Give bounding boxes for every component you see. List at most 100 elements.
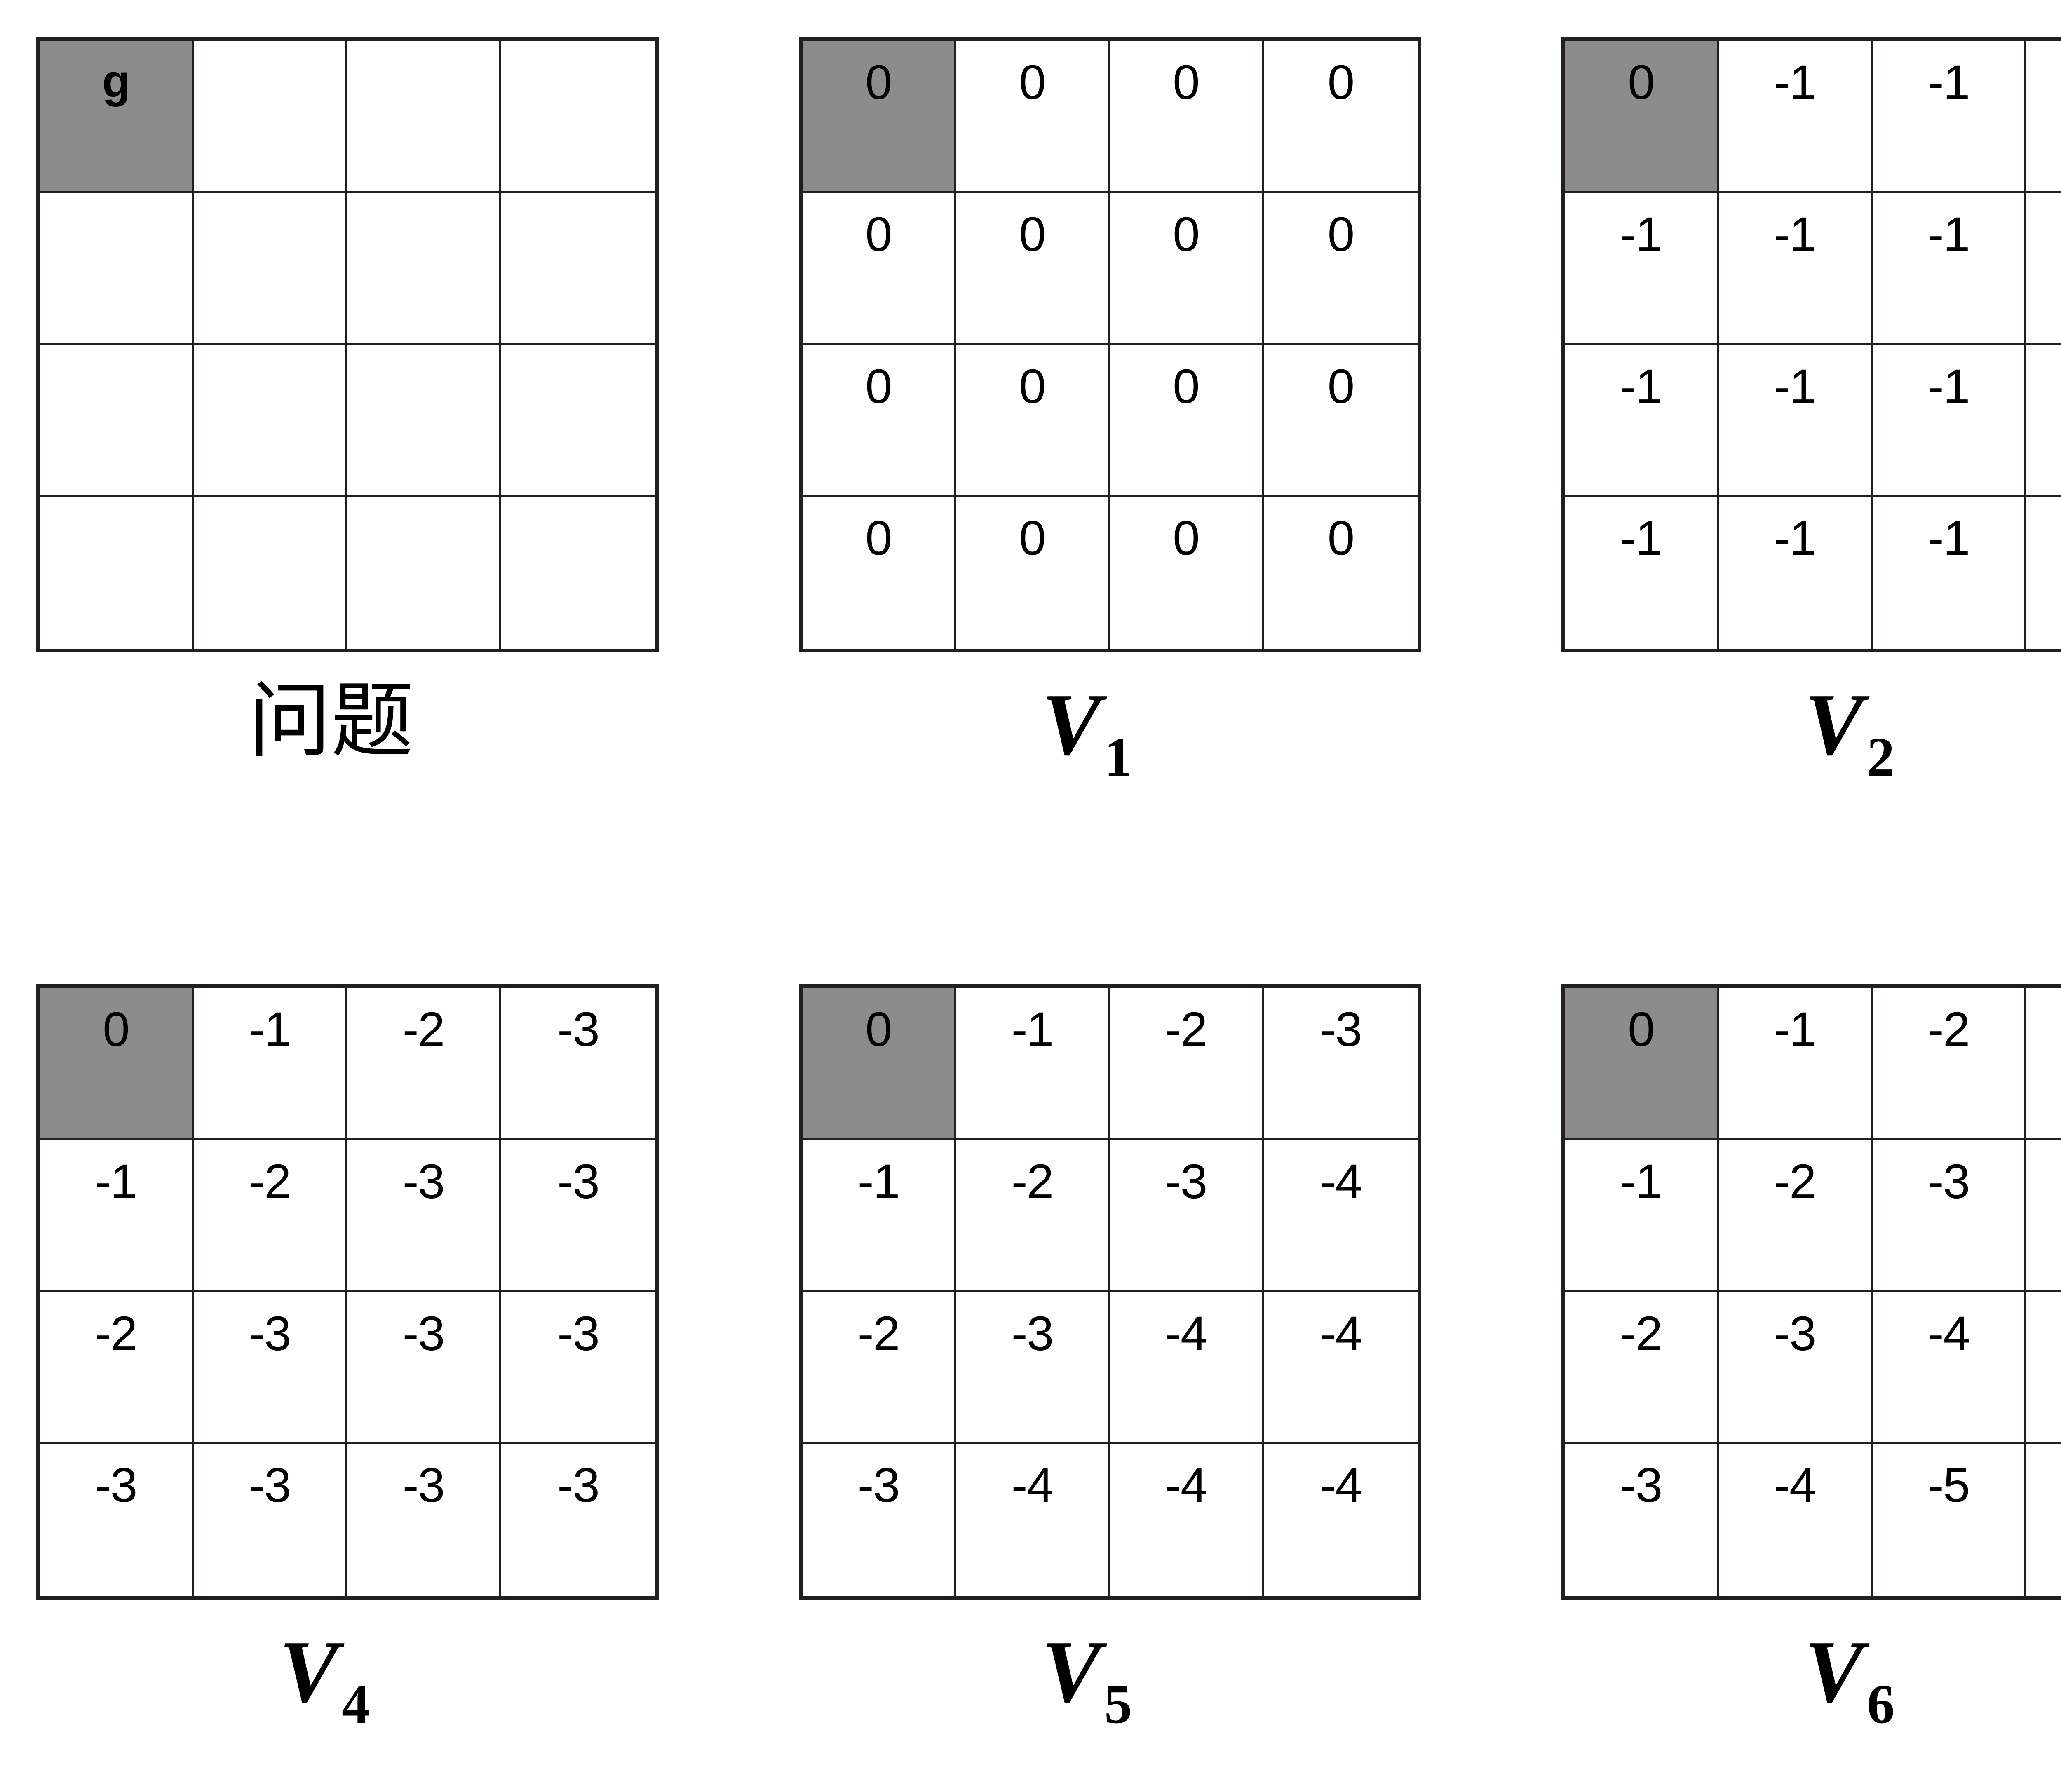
cell-V4-r1-c1: -2	[194, 1140, 347, 1292]
cell-V5-r1-c2: -3	[1110, 1140, 1264, 1292]
panel-V2: 0-1-1-1-1-1-1-1-1-1-1-1-1-1-1-1V2	[1561, 37, 2061, 785]
cell-V5-r3-c1: -4	[956, 1444, 1110, 1596]
cell-V6-r2-c3: -5	[2026, 1292, 2061, 1444]
cell-V2-r0-c1: -1	[1719, 41, 1873, 193]
grid-V5: 0-1-2-3-1-2-3-4-2-3-4-4-3-4-4-4	[799, 984, 1421, 1600]
cell-V4-r2-c2: -3	[347, 1292, 501, 1444]
grid-V2: 0-1-1-1-1-1-1-1-1-1-1-1-1-1-1-1	[1561, 37, 2061, 652]
cell-V1-r2-c1: 0	[956, 345, 1110, 497]
cell-V6-r3-c2: -5	[1873, 1444, 2026, 1596]
caption-text-problem: 问题	[248, 673, 413, 769]
caption-subscript-V2: 2	[1866, 727, 1895, 788]
cell-V6-r0-c3: -3	[2026, 988, 2061, 1140]
caption-problem: 问题	[36, 680, 659, 845]
cell-V4-r3-c1: -3	[194, 1444, 347, 1596]
cell-V5-r2-c0: -2	[803, 1292, 956, 1444]
caption-letter-V6: V6	[1804, 1622, 1895, 1735]
cell-problem-r2-c2	[347, 345, 501, 497]
cell-V6-r3-c1: -4	[1719, 1444, 1873, 1596]
cell-V4-r2-c1: -3	[194, 1292, 347, 1444]
cell-problem-r0-c1	[194, 41, 347, 193]
caption-letter-V2: V2	[1804, 675, 1895, 788]
cell-V6-r0-c1: -1	[1719, 988, 1873, 1140]
cell-V1-r0-c2: 0	[1110, 41, 1264, 193]
cell-V1-r1-c0: 0	[803, 192, 956, 345]
cell-V5-r2-c3: -4	[1264, 1292, 1418, 1444]
cell-problem-r1-c3	[501, 192, 655, 345]
caption-letter-V5: V5	[1042, 1622, 1132, 1735]
cell-V2-r2-c3: -1	[2026, 345, 2061, 497]
cell-problem-r2-c0	[40, 345, 194, 497]
cell-V2-r1-c0: -1	[1565, 192, 1719, 345]
cell-V6-r2-c2: -4	[1873, 1292, 2026, 1444]
caption-V4: V4	[36, 1627, 659, 1792]
caption-letter-V4: V4	[279, 1622, 370, 1735]
cell-V2-r1-c2: -1	[1873, 192, 2026, 345]
cell-V4-r2-c0: -2	[40, 1292, 194, 1444]
cell-problem-r0-c3	[501, 41, 655, 193]
cell-V1-r3-c2: 0	[1110, 497, 1264, 649]
cell-problem-r3-c3	[501, 497, 655, 649]
panel-V6: 0-1-2-3-1-2-3-4-2-3-4-5-3-4-5-5V6	[1561, 984, 2061, 1732]
cell-V5-r1-c0: -1	[803, 1140, 956, 1292]
cell-V1-r1-c2: 0	[1110, 192, 1264, 345]
cell-V5-r2-c1: -3	[956, 1292, 1110, 1444]
cell-V2-r0-c3: -1	[2026, 41, 2061, 193]
grid-V4: 0-1-2-3-1-2-3-3-2-3-3-3-3-3-3-3	[36, 984, 659, 1600]
cell-V1-r1-c3: 0	[1264, 192, 1418, 345]
cell-V2-r0-c2: -1	[1873, 41, 2026, 193]
cell-V6-r1-c1: -2	[1719, 1140, 1873, 1292]
cell-V2-r3-c2: -1	[1873, 497, 2026, 649]
cell-V2-r2-c2: -1	[1873, 345, 2026, 497]
caption-subscript-V4: 4	[341, 1674, 370, 1735]
cell-V5-r0-c1: -1	[956, 988, 1110, 1140]
caption-V6: V6	[1561, 1627, 2061, 1792]
cell-V4-r3-c0: -3	[40, 1444, 194, 1596]
cell-V5-r3-c3: -4	[1264, 1444, 1418, 1596]
cell-V1-r0-c0: 0	[803, 41, 956, 193]
cell-V1-r3-c0: 0	[803, 497, 956, 649]
cell-V6-r1-c0: -1	[1565, 1140, 1719, 1292]
cell-V2-r3-c1: -1	[1719, 497, 1873, 649]
cell-V4-r3-c2: -3	[347, 1444, 501, 1596]
cell-problem-r2-c3	[501, 345, 655, 497]
caption-V2: V2	[1561, 680, 2061, 845]
cell-V1-r2-c0: 0	[803, 345, 956, 497]
cell-V5-r1-c3: -4	[1264, 1140, 1418, 1292]
cell-V5-r3-c2: -4	[1110, 1444, 1264, 1596]
cell-V5-r0-c2: -2	[1110, 988, 1264, 1140]
cell-V2-r3-c0: -1	[1565, 497, 1719, 649]
cell-V6-r1-c2: -3	[1873, 1140, 2026, 1292]
cell-V1-r3-c1: 0	[956, 497, 1110, 649]
cell-V2-r1-c1: -1	[1719, 192, 1873, 345]
cell-V4-r1-c0: -1	[40, 1140, 194, 1292]
caption-letter-V1: V1	[1042, 675, 1132, 788]
cell-V2-r3-c3: -1	[2026, 497, 2061, 649]
cell-V2-r1-c3: -1	[2026, 192, 2061, 345]
cell-problem-r0-c2	[347, 41, 501, 193]
cell-V4-r0-c3: -3	[501, 988, 655, 1140]
cell-V4-r1-c2: -3	[347, 1140, 501, 1292]
cell-V6-r2-c1: -3	[1719, 1292, 1873, 1444]
grid-V6: 0-1-2-3-1-2-3-4-2-3-4-5-3-4-5-5	[1561, 984, 2061, 1600]
cell-problem-r3-c0	[40, 497, 194, 649]
cell-V4-r0-c1: -1	[194, 988, 347, 1140]
cell-problem-r3-c2	[347, 497, 501, 649]
caption-subscript-V6: 6	[1866, 1674, 1895, 1735]
cell-V4-r0-c0: 0	[40, 988, 194, 1140]
caption-subscript-V1: 1	[1104, 727, 1132, 788]
cell-problem-r1-c2	[347, 192, 501, 345]
cell-V1-r0-c1: 0	[956, 41, 1110, 193]
cell-problem-r3-c1	[194, 497, 347, 649]
cell-V6-r2-c0: -2	[1565, 1292, 1719, 1444]
cell-V1-r0-c3: 0	[1264, 41, 1418, 193]
cell-V6-r0-c2: -2	[1873, 988, 2026, 1140]
caption-V1: V1	[799, 680, 1421, 845]
caption-V5: V5	[799, 1627, 1421, 1792]
cell-V5-r0-c3: -3	[1264, 988, 1418, 1140]
cell-V5-r3-c0: -3	[803, 1444, 956, 1596]
